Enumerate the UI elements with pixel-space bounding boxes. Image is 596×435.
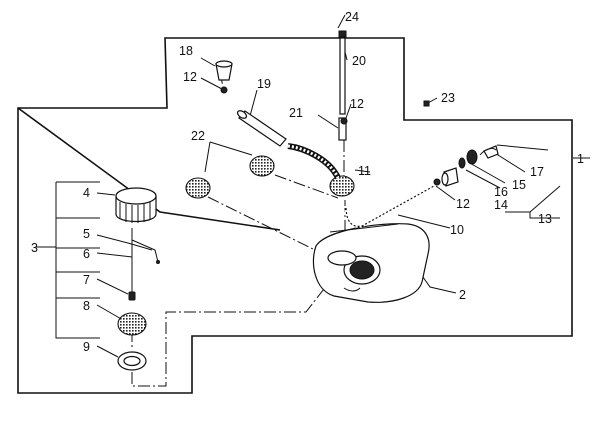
plug-part <box>128 291 136 301</box>
callout-16: 16 <box>494 185 508 199</box>
callout-12-left: 12 <box>183 70 197 84</box>
callout-3: 3 <box>31 241 38 255</box>
fuel-cap-part <box>115 187 157 223</box>
callout-8: 8 <box>83 299 90 313</box>
callout-23: 23 <box>441 91 455 105</box>
pipe-part <box>236 110 287 147</box>
gasket-ring-part <box>117 351 147 371</box>
strainer-part <box>117 312 147 336</box>
callout-7: 7 <box>83 273 90 287</box>
callout-5: 5 <box>83 227 90 241</box>
return-hose-part <box>287 143 341 180</box>
callout-11: 11 <box>358 164 371 178</box>
filter-cap-part <box>215 60 233 81</box>
callout-14: 14 <box>494 198 508 212</box>
small-fittings-part <box>220 86 441 186</box>
fuel-hose-part <box>344 184 435 228</box>
callout-10: 10 <box>450 223 464 237</box>
callout-12-middle: 12 <box>350 97 364 111</box>
callout-24: 24 <box>345 10 359 24</box>
callout-labels: 1 2 3 4 5 6 7 8 9 10 11 12 12 12 13 14 1… <box>31 10 584 354</box>
callout-6: 6 <box>83 247 90 261</box>
retainer-cord-part <box>131 228 160 292</box>
callout-15: 15 <box>512 178 526 192</box>
callout-12-right: 12 <box>456 197 470 211</box>
filter-elements-part <box>185 155 275 199</box>
callout-21: 21 <box>289 106 303 120</box>
callout-17: 17 <box>530 165 544 179</box>
fitting-assembly-part <box>441 145 499 187</box>
callout-2: 2 <box>459 288 466 302</box>
bracket-group-13 <box>505 185 561 219</box>
callout-1: 1 <box>577 152 584 166</box>
callout-13: 13 <box>538 212 552 226</box>
callout-20: 20 <box>352 54 366 68</box>
assembly-frame-outline <box>17 37 573 394</box>
fuel-tank-part <box>312 223 430 303</box>
assembly-path-lines <box>131 71 346 387</box>
callout-19: 19 <box>257 77 271 91</box>
callout-18: 18 <box>179 44 193 58</box>
callout-4: 4 <box>83 186 90 200</box>
callout-22: 22 <box>191 129 205 143</box>
assembly-frame-notch <box>17 107 281 231</box>
bracket-group-3 <box>36 181 100 339</box>
callout-9: 9 <box>83 340 90 354</box>
grommet-part <box>329 175 355 197</box>
